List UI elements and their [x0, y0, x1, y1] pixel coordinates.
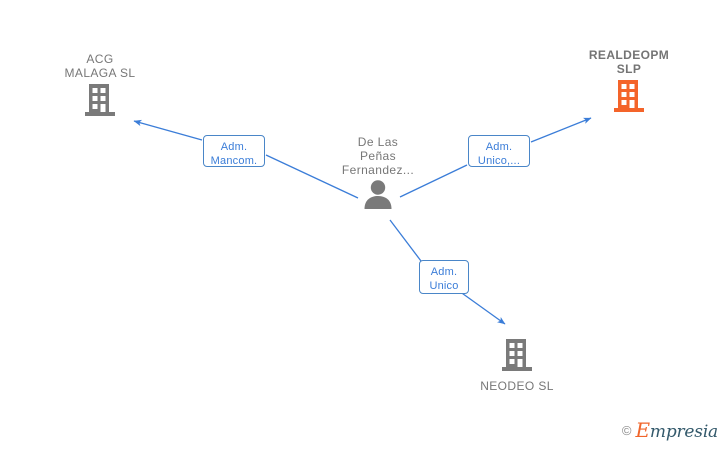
edge-arrow-unico2-to-neodeo	[458, 290, 506, 325]
node-label-person-center: De Las Peñas Fernandez...	[341, 135, 415, 177]
relation-box-adm-unico-realdeopm[interactable]: Adm. Unico,...	[468, 135, 530, 167]
node-person-center[interactable]: De Las Peñas Fernandez...	[298, 135, 458, 212]
building-icon	[549, 78, 709, 117]
node-label-neodeo: NEODEO SL	[480, 379, 554, 393]
watermark-empresia: © Empresia	[622, 418, 718, 442]
building-icon	[437, 337, 597, 376]
person-icon	[298, 179, 458, 212]
relation-box-adm-mancom[interactable]: Adm. Mancom.	[203, 135, 265, 167]
copyright-icon: ©	[621, 422, 632, 438]
building-icon	[20, 82, 180, 121]
edge-arrow-unico-to-realdeopm	[530, 117, 592, 143]
node-realdeopm[interactable]: REALDEOPM SLP	[549, 48, 709, 117]
brand-wordmark: Empresia	[636, 418, 719, 442]
node-acg-malaga[interactable]: ACG MALAGA SL	[20, 52, 180, 121]
edge-arrow-mancom-to-acg	[133, 119, 203, 141]
node-label-acg-malaga: ACG MALAGA SL	[64, 52, 136, 80]
edge-line-person-to-unico2-box	[389, 219, 422, 262]
brand-rest: mpresia	[649, 422, 718, 442]
node-label-realdeopm: REALDEOPM SLP	[588, 48, 670, 76]
relation-box-adm-unico-neodeo[interactable]: Adm. Unico	[419, 260, 469, 294]
node-neodeo[interactable]: NEODEO SL	[437, 335, 597, 393]
brand-initial: E	[635, 418, 651, 442]
